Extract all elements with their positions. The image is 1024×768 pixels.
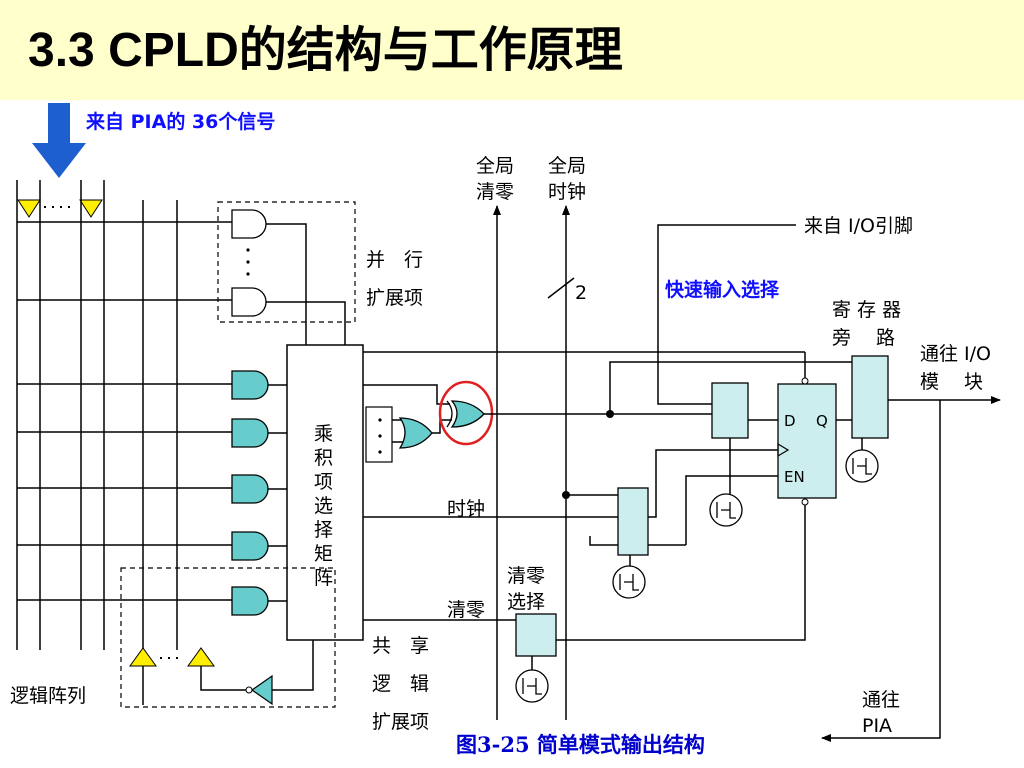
to-pia-label-1: 通往	[862, 689, 900, 711]
shared-buffer-icon	[129, 647, 215, 667]
svg-text:项: 项	[314, 471, 333, 493]
reg-bypass-label-1: 寄 存 器	[832, 299, 901, 321]
page-title: 3.3 CPLD的结构与工作原理	[28, 24, 623, 77]
shared-expander-box	[120, 567, 336, 708]
and-gate-icon	[231, 209, 267, 317]
svg-text:乘: 乘	[314, 423, 333, 445]
to-pia-label-2: PIA	[862, 715, 892, 737]
ff-d-label: D	[784, 412, 796, 430]
parallel-label-1: 并 行	[366, 249, 423, 271]
ellipsis-dots	[246, 248, 250, 276]
shared-label-3: 扩展项	[372, 711, 429, 733]
pia-input-arrow-icon	[32, 103, 86, 178]
clock-label: 时钟	[447, 498, 485, 520]
svg-text:积: 积	[314, 447, 333, 469]
clear-select-label-2: 选择	[507, 591, 545, 613]
svg-text:矩: 矩	[314, 543, 333, 565]
pia-input-label: 来自 PIA的 36个信号	[86, 110, 275, 133]
ff-en-label: EN	[784, 468, 805, 486]
parallel-expander-box	[217, 201, 356, 323]
io-pin-label: 来自 I/O引脚	[804, 215, 913, 237]
matrix-label: 乘 积 项 选 择 矩 阵	[314, 423, 333, 589]
parallel-label-2: 扩展项	[366, 287, 423, 309]
figure-caption: 图3-25 简单模式输出结构	[456, 732, 705, 757]
svg-text:选: 选	[314, 495, 333, 517]
clear-label: 清零	[447, 599, 485, 621]
clear-select-label-1: 清零	[507, 565, 545, 587]
product-term-select-matrix	[286, 344, 364, 641]
global-clear-label-2: 清零	[476, 181, 514, 203]
logic-array-label: 逻辑阵列	[10, 685, 86, 707]
bus-width-label: 2	[575, 282, 587, 304]
inverter-icon	[245, 674, 273, 706]
input-buffer-icon	[17, 199, 103, 218]
ff-q-label: Q	[816, 412, 828, 430]
to-io-label-2: 模 块	[920, 371, 983, 393]
or-gate-icon	[398, 417, 433, 449]
highlight-circle	[438, 380, 494, 446]
global-clock-label-2: 时钟	[548, 181, 586, 203]
shared-label-2: 逻 辑	[372, 673, 429, 695]
clear-select-mux	[515, 613, 557, 657]
shared-label-1: 共 享	[372, 635, 429, 657]
product-term-lines	[17, 221, 232, 601]
svg-text:择: 择	[314, 519, 333, 541]
flip-flop	[777, 383, 837, 499]
fast-input-mux	[711, 382, 749, 439]
reg-bypass-label-2: 旁 路	[832, 327, 895, 349]
register-bypass-mux	[851, 355, 889, 439]
logic-array-lines	[16, 180, 178, 650]
to-io-label-1: 通往 I/O	[920, 343, 991, 365]
xor-gate-icon	[446, 400, 485, 428]
global-clear-label-1: 全局	[476, 155, 514, 177]
title-bar	[0, 0, 1024, 100]
fast-input-label: 快速输入选择	[665, 278, 780, 301]
and-gate-icon	[231, 370, 269, 616]
clock-select-mux	[617, 487, 649, 556]
svg-text:阵: 阵	[314, 567, 333, 589]
global-clock-label-1: 全局	[548, 155, 586, 177]
junction-dots	[562, 410, 614, 499]
or-input-box	[365, 406, 393, 463]
